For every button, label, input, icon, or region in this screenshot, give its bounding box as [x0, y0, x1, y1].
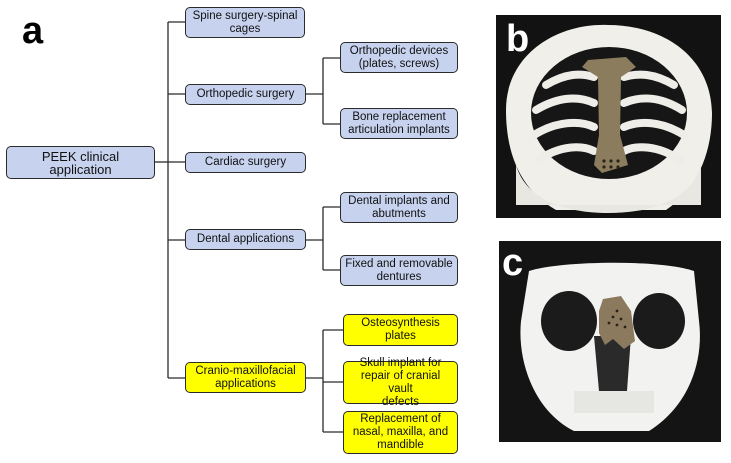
node-dental-applications: Dental applications: [185, 229, 306, 250]
panel-label-a: a: [22, 10, 44, 52]
node-orthopedic-devices: Orthopedic devices (plates, screws): [340, 42, 458, 73]
node-dentures: Fixed and removable dentures: [340, 255, 458, 286]
panel-label-c: c: [502, 242, 524, 284]
photo-skull-model: [499, 241, 721, 442]
node-cardiac-surgery: Cardiac surgery: [185, 152, 306, 173]
node-bone-replacement: Bone replacement articulation implants: [340, 108, 458, 139]
node-orthopedic-surgery: Orthopedic surgery: [185, 84, 306, 105]
panel-label-b: b: [506, 18, 530, 60]
root-node-peek: PEEK clinical application: [6, 146, 155, 179]
node-skull-implant: Skull implant for repair of cranial vaul…: [343, 357, 458, 408]
photo-rib-cage-model: [496, 15, 721, 218]
node-dental-implants: Dental implants and abutments: [340, 192, 458, 223]
node-osteosynthesis: Osteosynthesis plates: [343, 314, 458, 346]
node-cranio-maxillofacial: Cranio-maxillofacial applications: [185, 362, 306, 393]
node-replacement-nasal: Replacement of nasal, maxilla, and mandi…: [343, 411, 458, 454]
node-spine-surgery: Spine surgery-spinal cages: [185, 7, 305, 38]
